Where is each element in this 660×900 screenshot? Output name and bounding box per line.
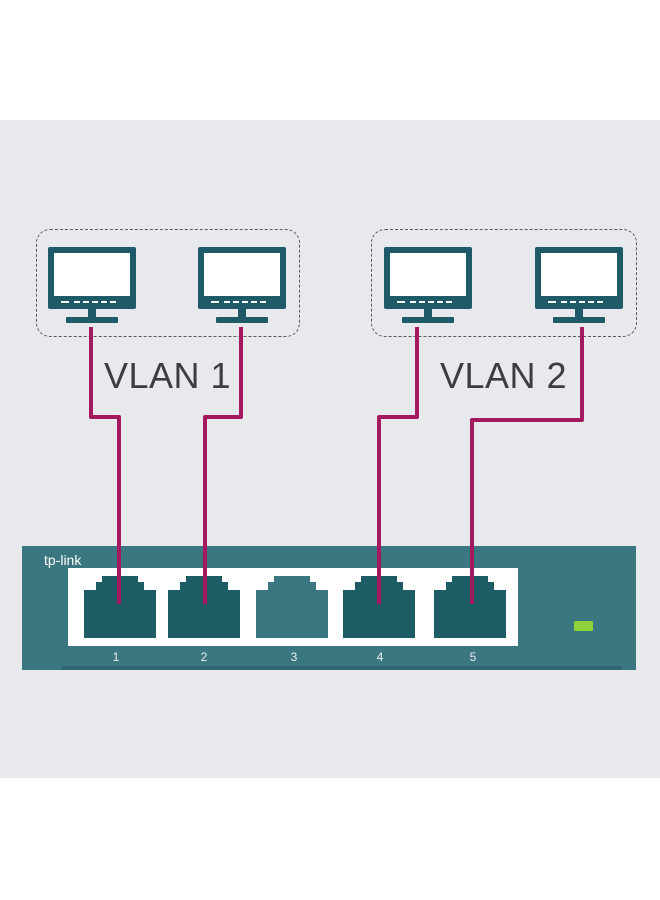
brand-logo: tp-link <box>44 552 82 568</box>
port-number-4: 4 <box>376 650 384 664</box>
vlan-1-group <box>36 229 300 337</box>
port-number-3: 3 <box>290 650 298 664</box>
diagram-background <box>0 120 660 778</box>
monitor-icon <box>384 247 472 323</box>
port-5[interactable] <box>434 576 506 638</box>
port-1[interactable] <box>84 576 156 638</box>
port-3[interactable] <box>256 576 328 638</box>
port-number-2: 2 <box>200 650 208 664</box>
vlan-2-label: VLAN 2 <box>440 355 568 396</box>
monitor-icon <box>198 247 286 323</box>
switch-base-notch <box>62 666 622 670</box>
port-number-5: 5 <box>469 650 477 664</box>
port-4[interactable] <box>343 576 415 638</box>
monitor-icon <box>535 247 623 323</box>
vlan-1-label: VLAN 1 <box>104 355 232 396</box>
monitor-icon <box>48 247 136 323</box>
status-led-icon <box>574 621 593 631</box>
port-number-1: 1 <box>112 650 120 664</box>
port-2[interactable] <box>168 576 240 638</box>
